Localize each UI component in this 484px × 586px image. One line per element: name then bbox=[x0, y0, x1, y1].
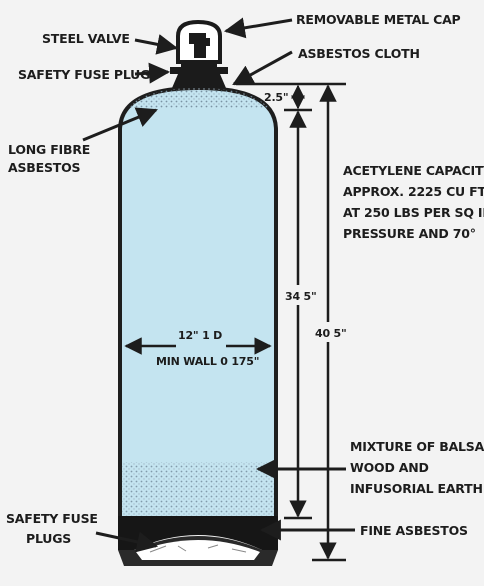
capacity-line-4: PRESSURE AND 70° bbox=[343, 226, 476, 241]
labels: STEEL VALVE REMOVABLE METAL CAP SAFETY F… bbox=[6, 12, 484, 546]
asbestos-cloth-arrow bbox=[232, 50, 293, 86]
steel-valve-arrow bbox=[134, 34, 179, 55]
capacity-line-1: ACETYLENE CAPACITY bbox=[343, 163, 484, 178]
asbestos-cloth-collar bbox=[172, 74, 226, 88]
long-fibre-asbestos-layer bbox=[120, 88, 276, 108]
balsa-line-1: MIXTURE OF BALSA bbox=[350, 439, 484, 454]
balsa-line-3: INFUSORIAL EARTH bbox=[350, 481, 483, 496]
long-fibre-label: LONG FIBRE bbox=[8, 142, 90, 157]
valve-neck bbox=[181, 62, 217, 76]
min-wall-label: MIN WALL 0 175" bbox=[156, 355, 259, 368]
base-dome bbox=[136, 540, 260, 560]
inner-height-dim-label: 34 5" bbox=[285, 290, 317, 303]
long-fibre-arrow bbox=[82, 107, 158, 142]
callout-arrows bbox=[82, 17, 355, 553]
cylinder-tank bbox=[118, 85, 278, 566]
safety-fuse-plugs-line-2: PLUGS bbox=[26, 531, 71, 546]
balsa-line-2: WOOD AND bbox=[350, 460, 429, 475]
long-fibre-label-2: ASBESTOS bbox=[8, 160, 80, 175]
removable-metal-cap-label: REMOVABLE METAL CAP bbox=[296, 12, 461, 27]
steel-valve-icon bbox=[189, 33, 210, 58]
safety-fuse-plug-arrow bbox=[134, 62, 171, 84]
safety-fuse-plugs-arrow bbox=[95, 531, 159, 553]
removable-cap-arrow bbox=[223, 17, 293, 39]
valve-assembly bbox=[170, 19, 228, 88]
fine-asbestos-label: FINE ASBESTOS bbox=[360, 523, 468, 538]
safety-fuse-plug-label: SAFETY FUSE PLUG bbox=[18, 67, 150, 82]
steel-valve-label: STEEL VALVE bbox=[42, 31, 130, 46]
diameter-label: 12" 1 D bbox=[178, 329, 222, 342]
capacity-line-2: APPROX. 2225 CU FT bbox=[343, 184, 484, 199]
capacity-line-3: AT 250 LBS PER SQ IN bbox=[343, 205, 484, 220]
safety-fuse-plugs-line-1: SAFETY FUSE bbox=[6, 511, 98, 526]
tank-body bbox=[118, 85, 278, 520]
top-gap-dim-label: 2.5" bbox=[264, 91, 288, 104]
balsa-mixture-layer bbox=[122, 462, 274, 517]
total-height-dim-label: 40 5" bbox=[315, 327, 347, 340]
asbestos-cloth-label: ASBESTOS CLOTH bbox=[298, 46, 420, 61]
tank-base-ring bbox=[118, 516, 278, 550]
safety-fuse-plug-nub bbox=[170, 67, 181, 74]
